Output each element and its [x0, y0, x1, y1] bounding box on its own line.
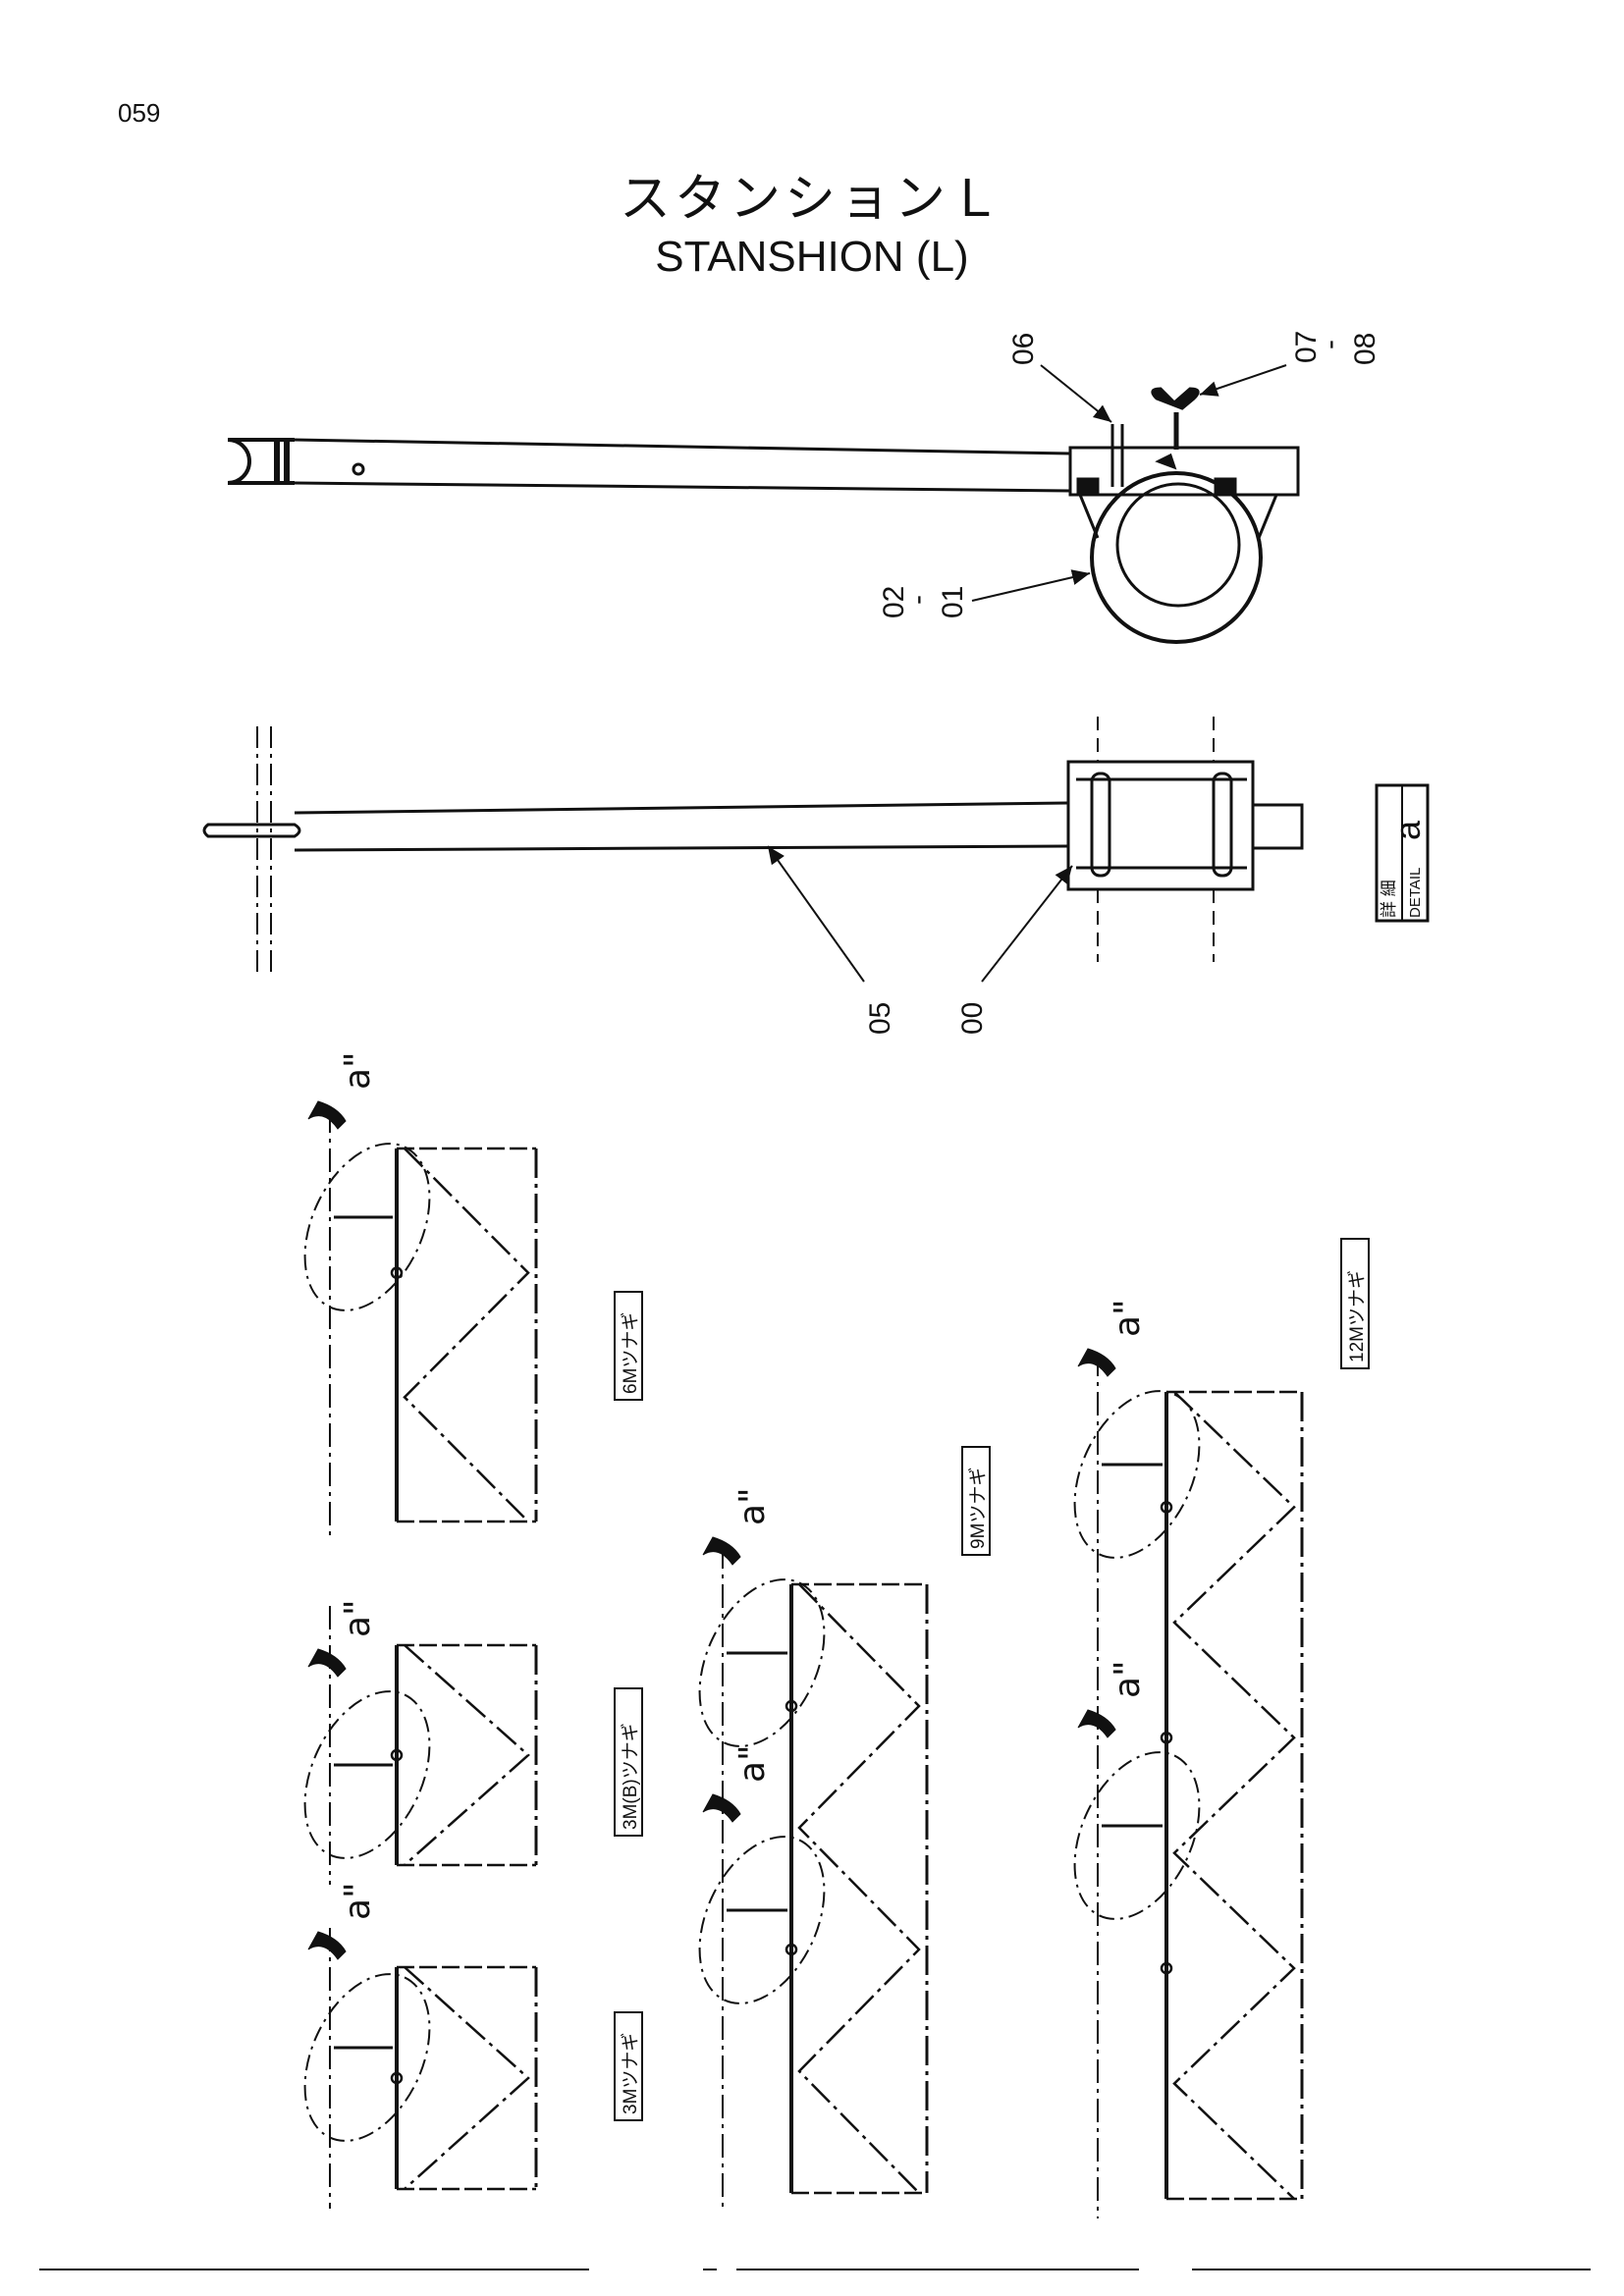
- pointer-hand-icon: [306, 1648, 347, 1678]
- detail-marker-label: a": [1108, 1299, 1148, 1337]
- truss-6m-detail-ellipse: [303, 1143, 431, 1311]
- detail-marker-label: a": [338, 1599, 378, 1637]
- page-title: スタンションＬ STANSHION (L): [0, 157, 1624, 282]
- truss-3mb-detail-ellipse: [303, 1690, 431, 1859]
- section-tag-3m: 3Mツナギ: [614, 2011, 643, 2121]
- callout-dash-02-01: -: [901, 595, 934, 605]
- callout-06: 06: [1007, 333, 1040, 365]
- section-label-3m: 3Mツナギ: [620, 2033, 641, 2114]
- detail-jp-label: 詳 細: [1380, 880, 1398, 918]
- truss-9m-joint: [785, 1943, 798, 1956]
- truss-diagrams: a" a" a" a" a" a" a": [303, 1051, 1304, 2218]
- detail-a-box: 詳 細 DETAIL a: [1375, 783, 1430, 923]
- title-japanese: スタンションＬ: [619, 170, 1004, 229]
- truss-3mb-joint: [390, 1748, 404, 1762]
- callout-leaders-top: [971, 364, 1287, 602]
- stanchion-side-view: [227, 387, 1300, 644]
- detail-marker-label: a": [338, 1882, 378, 1920]
- pointer-hand-icon: [306, 1931, 347, 1960]
- truss-12m-detail-ellipse: [1073, 1390, 1201, 1559]
- detail-marker-label: a": [732, 1744, 773, 1783]
- truss-12m-joint: [1160, 1501, 1173, 1514]
- section-tag-12m: 12Mツナギ: [1340, 1238, 1370, 1369]
- callout-02: 02: [878, 586, 910, 618]
- section-label-3mb: 3M(B)ツナギ: [620, 1723, 641, 1830]
- truss-9m-detail-ellipse: [698, 1578, 826, 1747]
- truss-3m-lacing: [404, 1966, 530, 2190]
- callout-01: 01: [937, 586, 969, 618]
- truss-12m-lacing: [1172, 1391, 1296, 2200]
- truss-12m-detail-ellipse: [1073, 1751, 1201, 1920]
- pointer-hand-icon: [1076, 1348, 1116, 1377]
- truss-3mb-lacing: [404, 1644, 530, 1866]
- section-label-12m: 12Mツナギ: [1346, 1270, 1368, 1362]
- callout-05: 05: [864, 1002, 896, 1035]
- callout-07: 07: [1290, 331, 1323, 363]
- section-tag-3mb: 3M(B)ツナギ: [614, 1687, 643, 1837]
- truss-9m-lacing: [797, 1583, 921, 2194]
- callout-00: 00: [956, 1002, 989, 1035]
- detail-marker-label: a": [338, 1051, 378, 1090]
- pointer-hand-icon: [1076, 1709, 1116, 1738]
- pointer-hand-icon: [701, 1536, 741, 1566]
- stanchion-plan-view: [202, 717, 1304, 972]
- detail-letter: a: [1387, 820, 1428, 840]
- truss-3m-joint: [390, 2071, 404, 2085]
- detail-en-label: DETAIL: [1407, 868, 1424, 918]
- pointer-hand-icon: [701, 1793, 741, 1823]
- callout-leaders-plan: [767, 845, 1073, 983]
- truss-6m-lacing: [403, 1148, 530, 1522]
- truss-3m-detail-ellipse: [303, 1973, 431, 2142]
- section-label-9m: 9Mツナギ: [967, 1468, 989, 1549]
- truss-6m-joint: [390, 1266, 404, 1279]
- truss-12m-joint: [1160, 1732, 1173, 1744]
- detail-marker-label: a": [732, 1487, 773, 1525]
- page-number: 059: [118, 98, 161, 128]
- section-label-6m: 6Mツナギ: [620, 1312, 641, 1394]
- callout-dash-07-08: -: [1314, 340, 1346, 349]
- section-tag-9m: 9Mツナギ: [961, 1446, 991, 1556]
- title-english: STANSHION (L): [655, 233, 969, 281]
- callout-08: 08: [1349, 333, 1381, 365]
- truss-12m-joint: [1160, 1961, 1173, 1975]
- detail-marker-label: a": [1108, 1660, 1148, 1698]
- pointer-hand-icon: [306, 1100, 347, 1130]
- section-tag-6m: 6Mツナギ: [614, 1291, 643, 1401]
- truss-9m-joint: [785, 1699, 798, 1713]
- truss-9m-detail-ellipse: [698, 1836, 826, 2004]
